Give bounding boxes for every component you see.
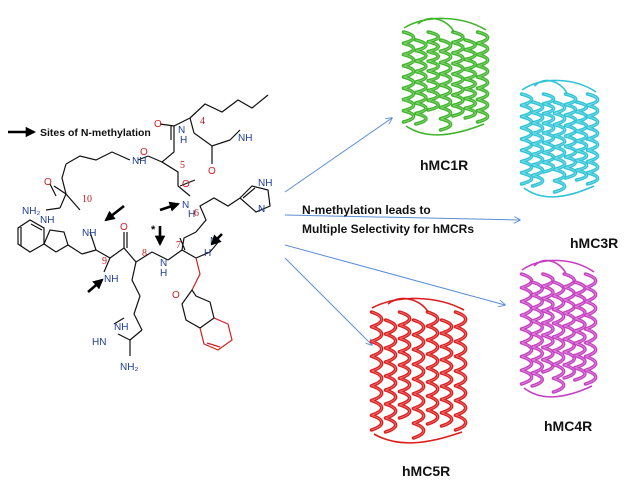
residue-number-4: 4: [200, 116, 205, 127]
atom-o-1: O: [154, 119, 162, 130]
arrow-to-hmc3r-icon: [284, 214, 520, 220]
selectivity-arrows: [284, 118, 520, 345]
label-hmc3r: hMC3R: [570, 235, 618, 251]
label-hmc1r: hMC1R: [420, 157, 468, 173]
atom-nh2-amide: NH₂: [22, 206, 40, 217]
atom-o-6: O: [120, 222, 128, 233]
residue-number-9: 9: [102, 256, 107, 267]
legend-label: Sites of N-methylation: [40, 127, 151, 139]
protein-hmc1r: [401, 17, 490, 136]
atom-n-6: N: [182, 200, 189, 211]
methylation-arrow-icon: [104, 204, 125, 222]
atom-o-4: O: [182, 179, 190, 190]
atom-o-3: O: [140, 147, 148, 158]
atom-nh-4: N: [178, 125, 185, 136]
arrow-to-hmc1r-icon: [284, 118, 392, 193]
caption: N-methylation leads to Multiple Selectiv…: [302, 203, 474, 236]
residue-number-5: 5: [180, 160, 185, 171]
star-mark: *: [151, 224, 156, 236]
atom-h-4: H: [180, 135, 187, 146]
atom-nh-imidazole: NH: [258, 178, 272, 189]
atom-nh-9: NH: [82, 228, 96, 239]
label-hmc4r: hMC4R: [544, 418, 592, 434]
atom-nh-guanidine: NH: [114, 322, 128, 333]
atom-o-5: O: [44, 177, 52, 188]
caption-line-1: N-methylation leads to: [302, 203, 431, 217]
legend: Sites of N-methylation: [8, 126, 151, 139]
peptide-structure: N H NH O O NH O O N H NH₂ O NH NH O NH N…: [17, 94, 272, 373]
atom-o-7: O: [172, 290, 180, 301]
arrow-to-hmc4r-icon: [284, 244, 505, 305]
protein-hmc4r: [519, 259, 598, 398]
atom-h-6: H: [188, 209, 195, 220]
atom-n-imidazole: N: [258, 204, 265, 215]
protein-hmc3r: [519, 79, 600, 198]
atom-nh-ac: NH: [238, 133, 252, 144]
atom-nh-8: NH: [104, 274, 118, 285]
protein-hmc5r: [369, 297, 468, 444]
residue-number-7: 7: [176, 240, 181, 251]
residue-number-10: 10: [82, 194, 92, 205]
atom-h-7: H: [160, 268, 167, 279]
atom-nh2-guanidine: NH₂: [120, 362, 138, 373]
methylation-arrow-icon: [159, 201, 180, 212]
atom-nh-lys: NH: [132, 156, 146, 167]
atom-hn-guanidine: HN: [92, 337, 106, 348]
arrow-to-hmc5r-icon: [284, 257, 372, 345]
atom-o-2: O: [208, 166, 216, 177]
residue-number-8: 8: [142, 248, 147, 259]
label-hmc5r: hMC5R: [402, 463, 450, 479]
atom-h-his: H: [204, 248, 211, 259]
caption-line-2: Multiple Selectivity for hMCRs: [302, 222, 474, 236]
methylation-arrow-icon: [87, 278, 104, 293]
atom-nh-7: N: [160, 258, 167, 269]
methylation-arrow-icon: [210, 233, 223, 246]
residue-number-6: 6: [194, 208, 199, 219]
atom-nh-indole: NH: [40, 215, 54, 226]
